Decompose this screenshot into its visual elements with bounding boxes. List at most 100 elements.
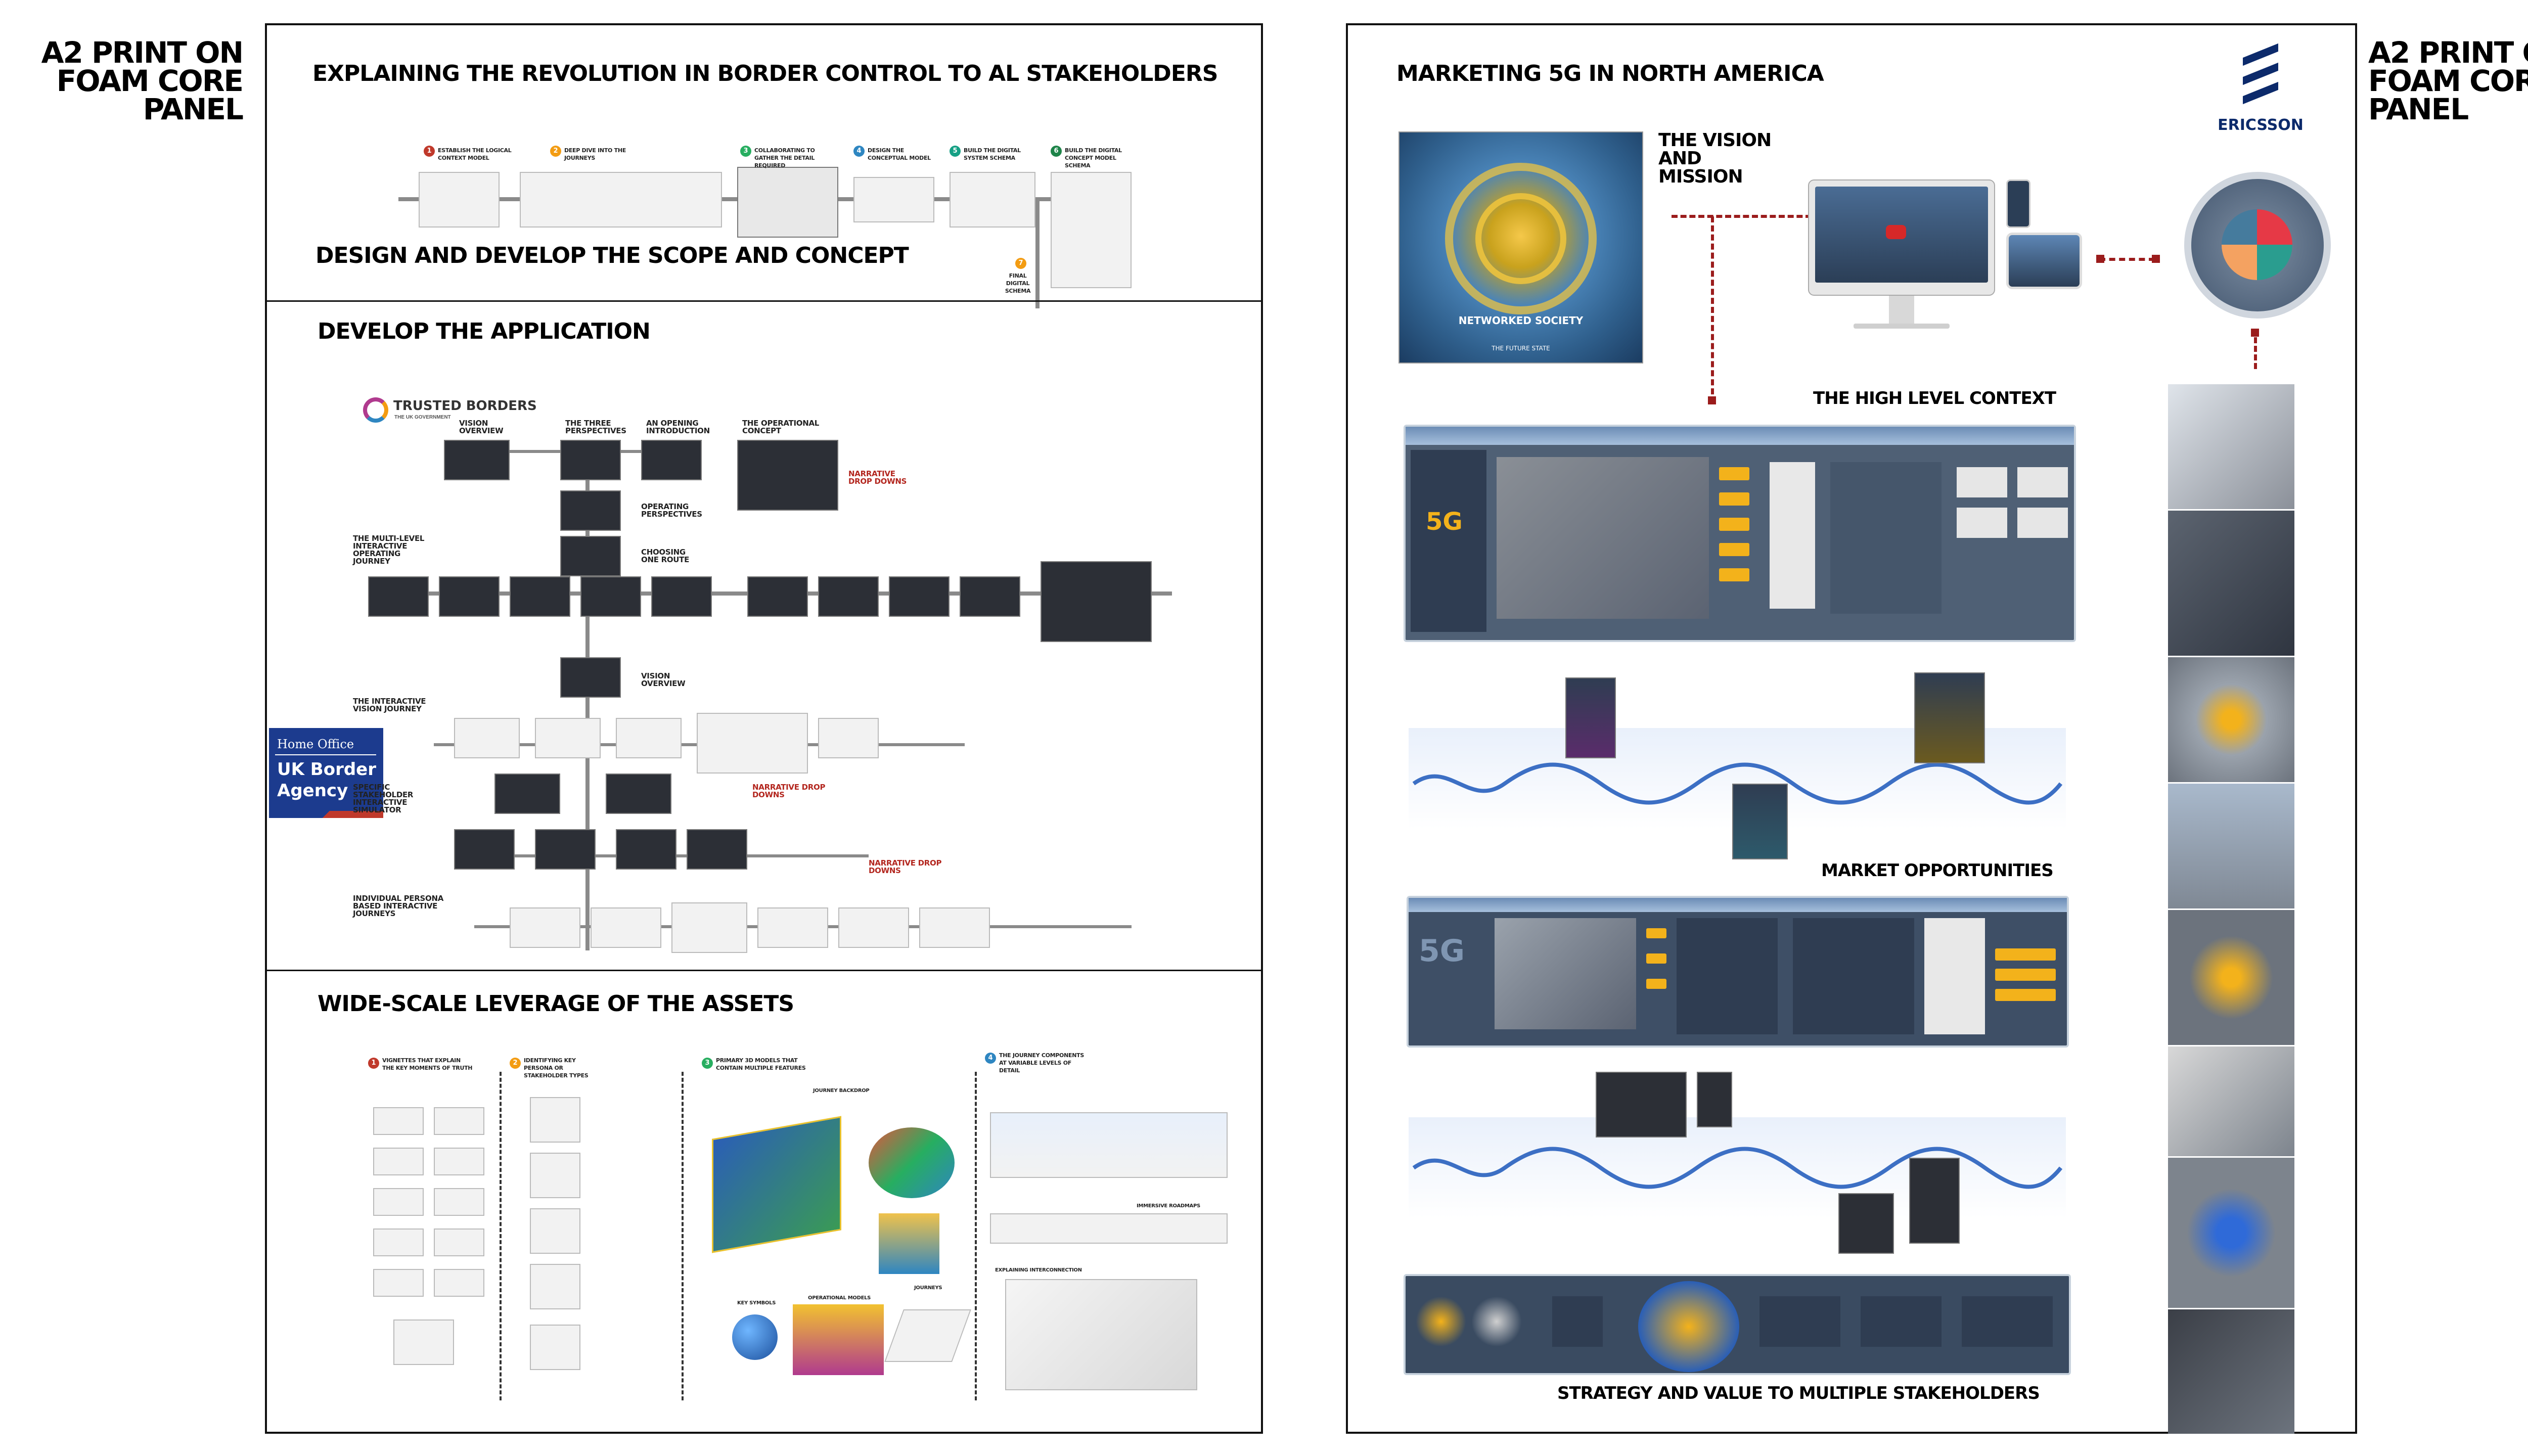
process-flow: 1 ESTABLISH THE LOGICAL CONTEXT MODEL 2 …	[398, 121, 1137, 308]
stakeholder-sim-thumb-5	[616, 829, 676, 870]
vision-journey-thumb-2	[535, 718, 601, 758]
assets-grid: 1 VIGNETTES THAT EXPLAIN THE KEY MOMENTS…	[348, 1041, 1238, 1405]
stakeholder-sim-thumb-6	[687, 829, 747, 870]
market-opportunities-label: MARKET OPPORTUNITIES	[1821, 860, 2054, 881]
strategy-label: STRATEGY AND VALUE TO MULTIPLE STAKEHOLD…	[1557, 1383, 2040, 1403]
persona-2	[530, 1153, 580, 1198]
persona-4	[530, 1264, 580, 1309]
step-number-2: 2	[550, 146, 561, 157]
ericsson-logo: ERICSSON	[2207, 43, 2314, 147]
vignette-4	[434, 1148, 484, 1175]
opening-intro-thumb	[641, 440, 702, 480]
vision-journey-thumb-3	[616, 718, 682, 758]
label-specific-stakeholder: SPECIFIC STAKEHOLDER INTERACTIVE SIMULAT…	[353, 783, 414, 814]
application-flow: VISION OVERVIEW THE THREE PERSPECTIVES A…	[353, 410, 1243, 956]
choosing-route-thumb	[560, 536, 621, 576]
left-panel: EXPLAINING THE REVOLUTION IN BORDER CONT…	[265, 23, 1263, 1434]
col-number-3: 3	[702, 1058, 713, 1069]
vignette-6	[434, 1188, 484, 1216]
home-office-logo: Home Office UK Border Agency	[269, 728, 383, 818]
section-divider-1	[267, 300, 1261, 302]
operational-concept-thumb	[737, 440, 838, 511]
side-label-left: A2 PRINT ON FOAM CORE PANEL	[41, 35, 244, 126]
play-icon	[1886, 225, 1906, 239]
vision-journey-thumb-5	[818, 718, 879, 758]
step-number-6: 6	[1051, 146, 1062, 157]
timeline-1-wave	[1412, 762, 2063, 805]
vision-mission-label: THE VISION AND MISSION	[1658, 130, 1772, 187]
high-level-context-label: THE HIGH LEVEL CONTEXT	[1813, 388, 2056, 408]
step-number-4: 4	[853, 146, 865, 157]
vision-journey-thumb-4	[697, 713, 808, 774]
journey-thumb-3	[510, 576, 570, 617]
operating-perspectives-thumb	[560, 490, 621, 531]
caption-explaining-interconnection: EXPLAINING INTERCONNECTION	[995, 1267, 1082, 1273]
right-panel-title: MARKETING 5G IN NORTH AMERICA	[1396, 61, 1824, 86]
step-number-5: 5	[950, 146, 961, 157]
3d-model-small	[869, 1127, 955, 1198]
step4-thumb	[853, 177, 934, 222]
step-label-4: DESIGN THE CONCEPTUAL MODEL	[868, 147, 931, 161]
persona-journey-thumb-5	[838, 907, 909, 948]
caption-key-symbols: KEY SYMBOLS	[737, 1300, 776, 1306]
col-number-4: 4	[985, 1053, 996, 1064]
render-figures	[2168, 1158, 2294, 1309]
stakeholder-sim-thumb-4	[535, 829, 596, 870]
timeline-1	[1409, 672, 2076, 859]
section3-title: WIDE-SCALE LEVERAGE OF THE ASSETS	[318, 991, 794, 1017]
journey-thumb-1	[368, 576, 429, 617]
label-choosing-route: CHOOSING ONE ROUTE	[641, 548, 690, 564]
label-vision-overview: VISION OVERVIEW	[459, 419, 504, 435]
journey-thumb-9	[960, 576, 1020, 617]
vignette-7	[373, 1228, 424, 1256]
render-street	[2168, 784, 2294, 910]
step-label-1: ESTABLISH THE LOGICAL CONTEXT MODEL	[438, 147, 512, 161]
3d-model-papers	[884, 1309, 971, 1362]
section-divider-2	[267, 970, 1261, 971]
step-label-3: COLLABORATING TO GATHER THE DETAIL REQUI…	[754, 147, 815, 169]
render-cars	[2168, 384, 2294, 511]
step-label-6: BUILD THE DIGITAL CONCEPT MODEL SCHEMA	[1065, 147, 1122, 169]
section1-subtitle: DESIGN AND DEVELOP THE SCOPE AND CONCEPT	[315, 243, 909, 268]
step3-thumb	[737, 167, 838, 238]
col-number-2: 2	[510, 1058, 521, 1069]
timeline-1-popup-1	[1565, 677, 1616, 758]
timeline-2-popup-1	[1596, 1072, 1687, 1138]
vignette-3	[373, 1148, 424, 1175]
caption-operational-models: OPERATIONAL MODELS	[808, 1295, 871, 1301]
5g-circle-icon	[2184, 172, 2331, 318]
side-label-right: A2 PRINT ON FOAM CORE PANEL	[2368, 35, 2528, 126]
persona-journey-thumb-1	[510, 907, 580, 948]
vignette-10	[434, 1269, 484, 1297]
timeline-2-popup-3	[1909, 1158, 1960, 1244]
render-nodes	[2168, 910, 2294, 1046]
ui-screen-1: 5G	[1404, 425, 2076, 642]
render-worker	[2168, 1309, 2294, 1434]
vignette-9	[373, 1269, 424, 1297]
phone	[2006, 179, 2030, 228]
label-operational-concept: THE OPERATIONAL CONCEPT	[742, 419, 820, 435]
timeline-2-popup-2	[1697, 1072, 1732, 1127]
trusted-borders-ring-icon	[363, 397, 388, 423]
journey-component-1	[990, 1112, 1228, 1178]
vignette-11	[393, 1320, 454, 1365]
label-interactive-vision: THE INTERACTIVE VISION JOURNEY	[353, 697, 426, 713]
vision-journey-thumb-1	[454, 718, 520, 758]
stakeholder-sim-thumb-2	[606, 774, 671, 814]
persona-journey-thumb-4	[757, 907, 828, 948]
journey-component-2	[990, 1213, 1228, 1244]
render-5g-model	[2168, 511, 2294, 657]
ui-screen-3	[1404, 1274, 2071, 1375]
monitor	[1808, 179, 1995, 331]
3d-model-screen	[793, 1304, 884, 1375]
timeline-1-popup-3	[1732, 784, 1788, 859]
3d-model-box	[879, 1213, 939, 1274]
step-label-7: FINAL DIGITAL SCHEMA	[1005, 272, 1031, 294]
label-multi-level: THE MULTI-LEVEL INTERACTIVE OPERATING JO…	[353, 534, 425, 566]
vision-poster: NETWORKED SOCIETY THE FUTURE STATE	[1398, 131, 1643, 363]
stakeholder-sim-thumb-1	[494, 774, 560, 814]
journey-thumb-6	[747, 576, 808, 617]
label-three-perspectives: THE THREE PERSPECTIVES	[565, 419, 626, 435]
persona-journey-thumb-6	[919, 907, 990, 948]
timeline-2-wave	[1412, 1147, 2063, 1189]
